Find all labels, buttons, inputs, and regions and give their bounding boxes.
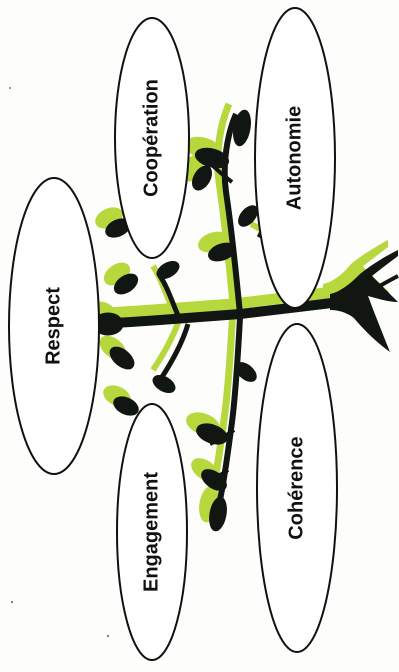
- value-bubble-engagement: Engagement: [117, 404, 187, 660]
- scan-speck: [107, 635, 109, 637]
- scan-speck: [11, 601, 13, 603]
- value-bubble-cooperation: Coopération: [115, 18, 189, 258]
- value-label-cooperation: Coopération: [140, 79, 162, 197]
- value-label-coherence: Cohérence: [285, 436, 307, 539]
- value-bubble-autonomie: Autonomie: [255, 8, 335, 308]
- value-label-respect: Respect: [42, 287, 64, 365]
- scan-speck: [9, 87, 11, 89]
- value-label-engagement: Engagement: [140, 472, 162, 592]
- value-bubble-respect: Respect: [9, 178, 99, 474]
- value-bubble-coherence: Cohérence: [257, 324, 337, 652]
- value-label-autonomie: Autonomie: [283, 106, 305, 210]
